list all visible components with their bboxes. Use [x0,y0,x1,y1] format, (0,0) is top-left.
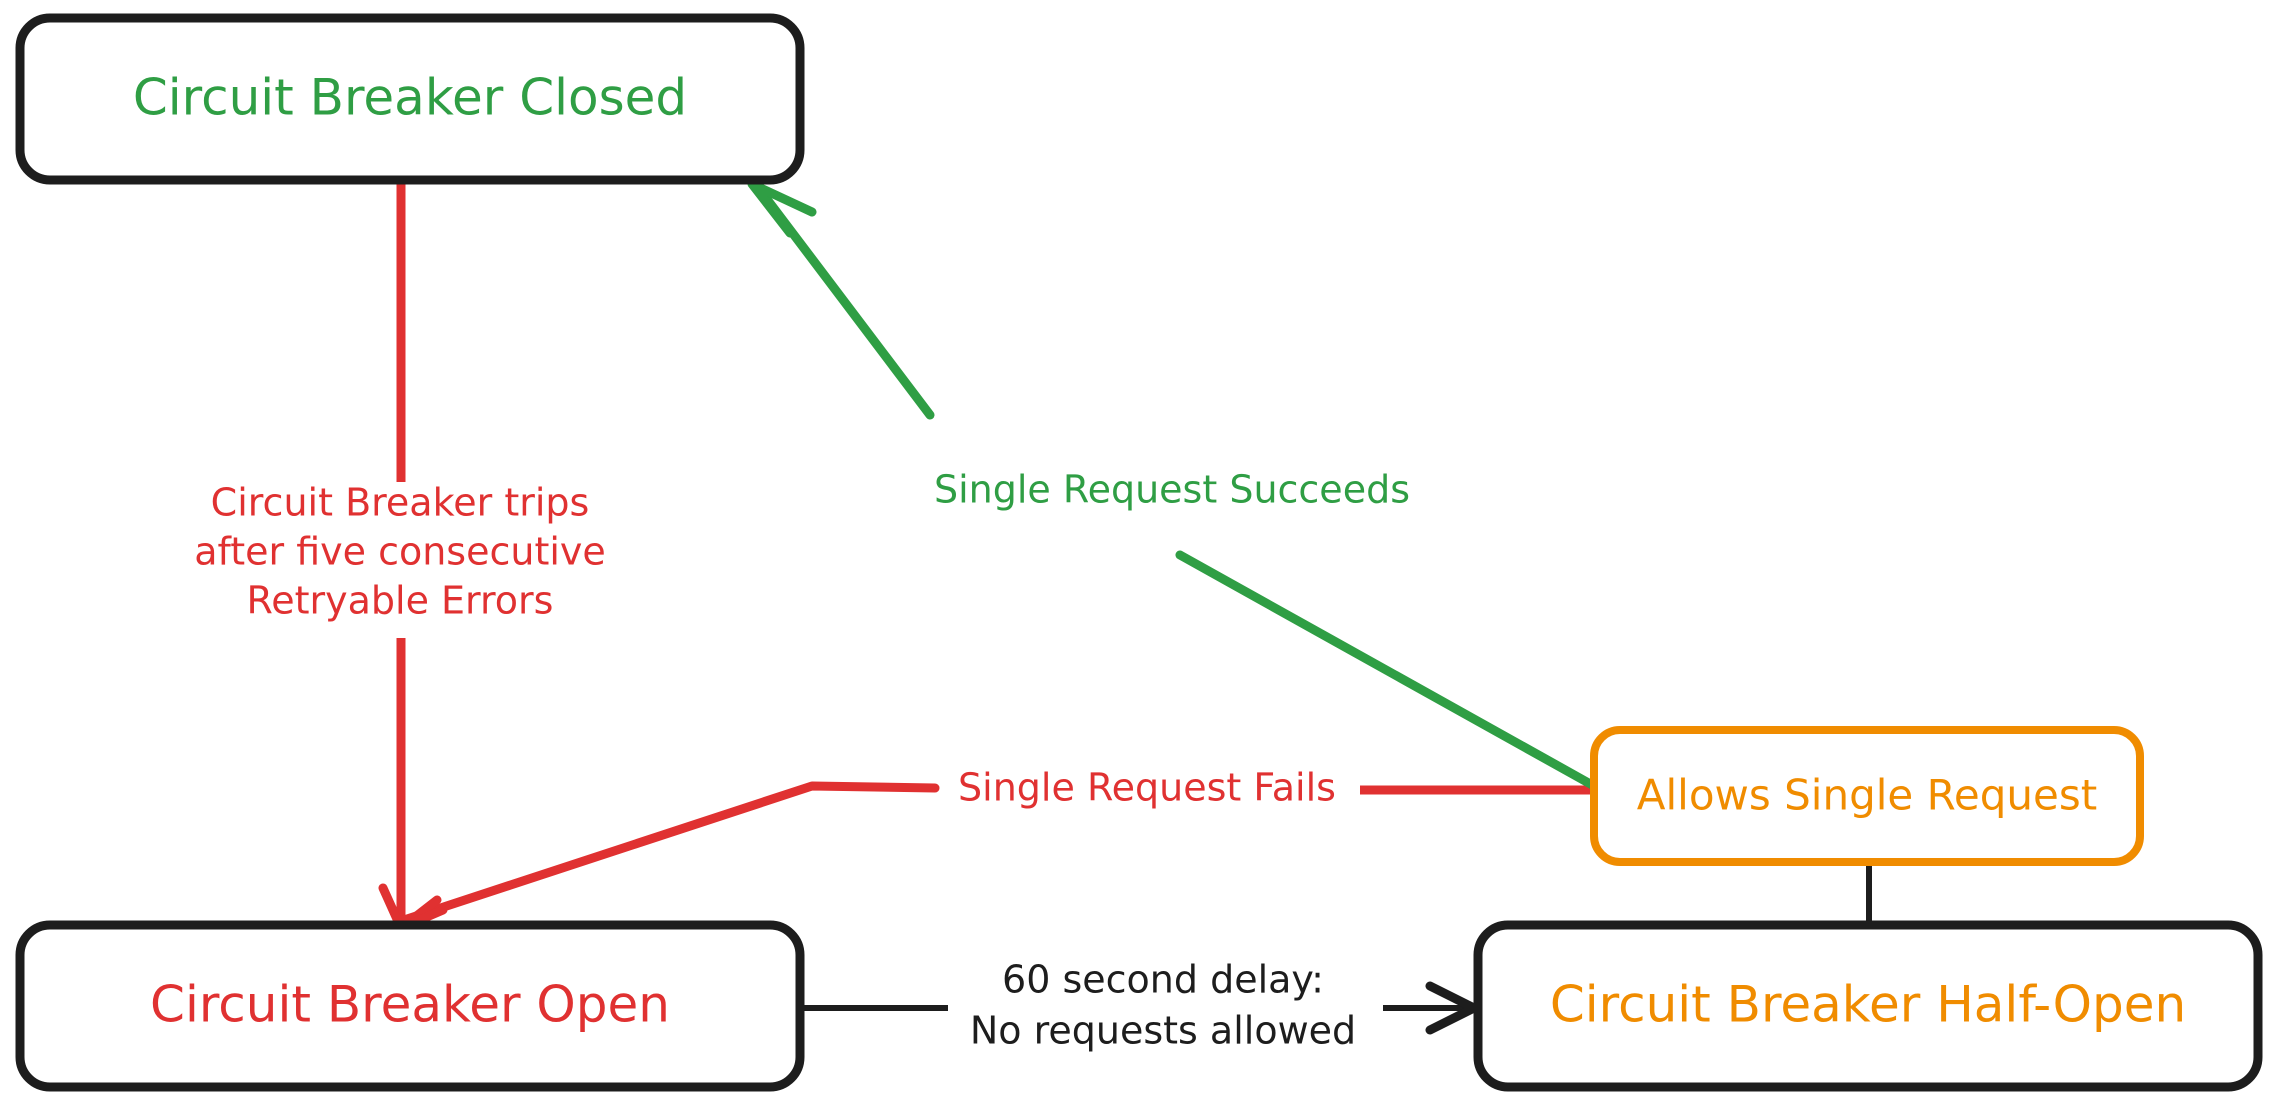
edge-label-allows-to-open-text: Single Request Fails [958,766,1336,810]
edge-label-allows-to-closed-text: Single Request Succeeds [934,468,1410,512]
edge-allows-to-closed-line-lower [1175,550,1599,791]
edge-label-closed-to-open-line3: Retryable Errors [247,579,554,623]
edge-label-allows-to-closed: Single Request Succeeds [912,460,1432,526]
edge-allows-to-closed-arrowhead [747,179,817,238]
edge-label-open-to-half-open-line1: 60 second delay: [1002,958,1324,1002]
node-circuit-breaker-closed[interactable]: Circuit Breaker Closed [15,13,805,185]
node-circuit-breaker-open[interactable]: Circuit Breaker Open [15,920,805,1092]
edge-label-closed-to-open-line2: after five consecutive [194,530,606,574]
node-circuit-breaker-half-open-box[interactable] [1473,920,2263,1092]
edge-label-closed-to-open: Circuit Breaker trips after five consecu… [172,481,632,638]
node-circuit-breaker-open-label: Circuit Breaker Open [150,976,670,1034]
edge-label-open-to-half-open-bg [948,952,1383,1064]
node-circuit-breaker-closed-box[interactable] [15,13,805,185]
node-circuit-breaker-open-box[interactable] [15,920,805,1092]
edge-label-closed-to-open-bg [172,482,632,638]
node-allows-single-request[interactable]: Allows Single Request [1590,726,2144,866]
edge-allows-to-open-line-left [399,781,940,925]
edge-label-allows-to-closed-bg [912,460,1432,526]
edge-label-open-to-half-open: 60 second delay: No requests allowed [948,952,1383,1064]
node-circuit-breaker-half-open[interactable]: Circuit Breaker Half-Open [1473,920,2263,1092]
edge-label-closed-to-open-line1: Circuit Breaker trips [211,481,590,525]
edge-allows-to-open [399,781,1599,925]
node-allows-single-request-box[interactable] [1590,726,2144,866]
edge-label-allows-to-open-bg [940,758,1360,820]
edge-label-allows-to-open: Single Request Fails [940,758,1360,820]
edge-label-open-to-half-open-line2: No requests allowed [970,1009,1356,1053]
node-allows-single-request-label: Allows Single Request [1637,771,2097,820]
node-circuit-breaker-half-open-label: Circuit Breaker Half-Open [1550,976,2186,1034]
node-circuit-breaker-closed-label: Circuit Breaker Closed [133,69,687,127]
